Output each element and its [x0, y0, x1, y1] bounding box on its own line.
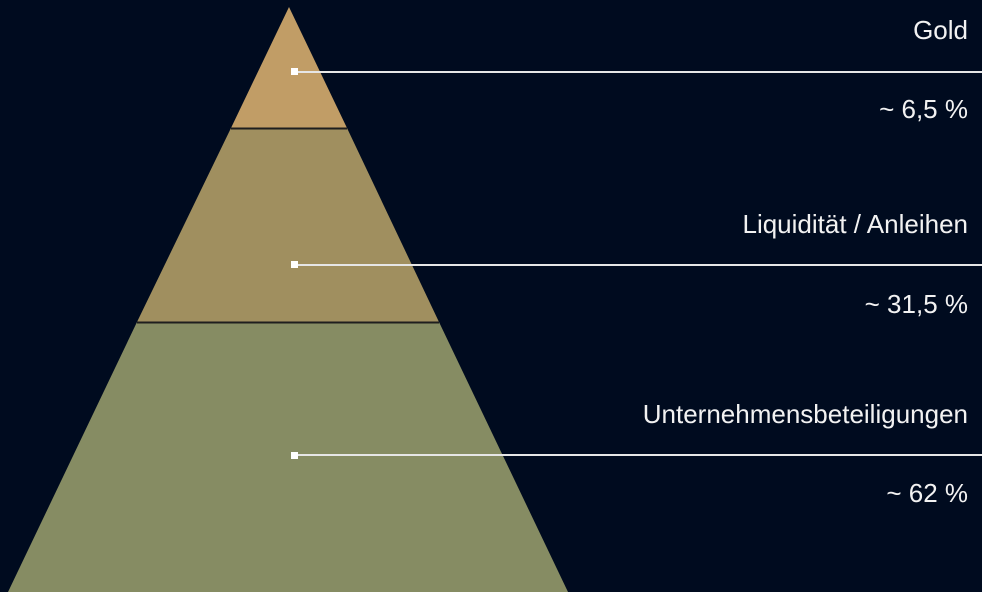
- leader-dot-liquidity: [291, 261, 298, 268]
- tier-label-gold: Gold: [913, 15, 968, 45]
- tier-value-gold: ~ 6,5 %: [879, 94, 968, 124]
- leader-dot-equity: [291, 452, 298, 459]
- tier-value-equity: ~ 62 %: [886, 478, 968, 508]
- pyramid-tier-equity: [8, 322, 568, 592]
- tier-value-liquidity: ~ 31,5 %: [864, 289, 968, 319]
- pyramid-tier-liquidity: [137, 128, 439, 322]
- leader-dot-gold: [291, 68, 298, 75]
- tier-label-equity: Unternehmensbeteiligungen: [642, 399, 968, 429]
- pyramid-tier-gold: [231, 7, 347, 128]
- tier-label-liquidity: Liquidität / Anleihen: [742, 209, 968, 239]
